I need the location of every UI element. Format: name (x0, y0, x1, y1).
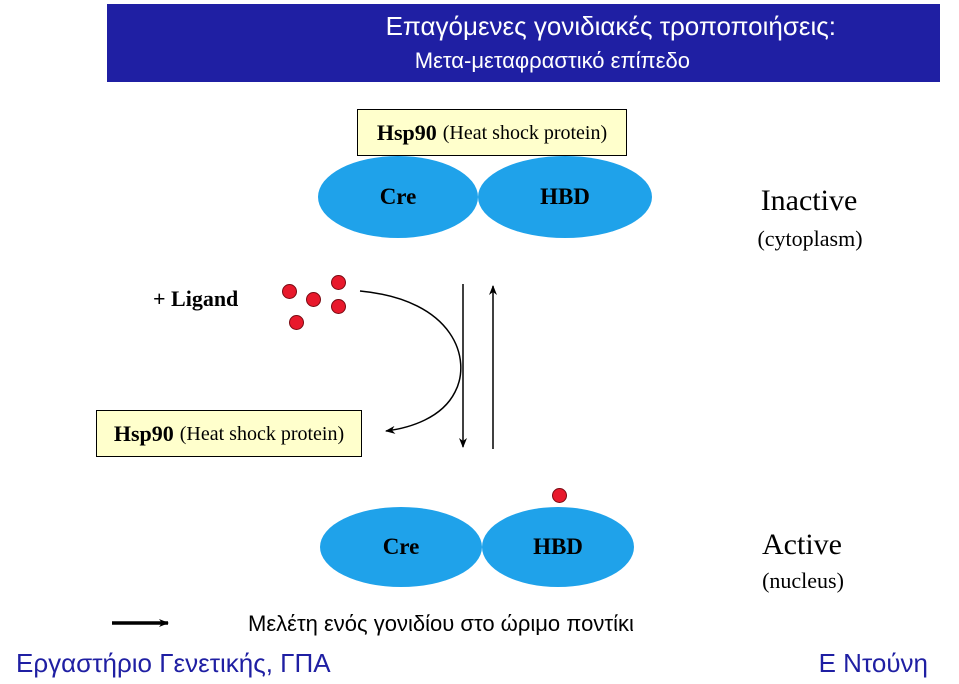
active-location: (nucleus) (762, 568, 844, 593)
cre-oval-bottom: Cre (320, 507, 482, 587)
inactive-label: Inactive (760, 184, 858, 217)
study-caption: Μελέτη ενός γονιδίου στο ώριμο ποντίκι (248, 611, 634, 636)
hbd-oval-top: HBD (478, 156, 652, 238)
hsp90-label: Hsp90 (113, 420, 174, 446)
ligand-dot (306, 292, 321, 307)
cre-label: Cre (379, 184, 417, 209)
page-subtitle: Μετα-μεταφραστικό επίπεδο (414, 48, 690, 73)
bound-ligand-dot (552, 488, 567, 503)
hbd-oval-bottom: HBD (482, 507, 634, 587)
ligand-dot (282, 284, 297, 299)
cre-label: Cre (382, 534, 420, 559)
hbd-label: HBD (533, 534, 583, 559)
release-curve-arrow (359, 290, 462, 434)
active-label: Active (762, 528, 842, 561)
footer-author: Ε Ντούνη (818, 648, 928, 678)
title-banner: Επαγόμενες γονιδιακές τροποποιήσεις: Μετ… (107, 4, 940, 82)
ligand-label: + Ligand (153, 286, 239, 311)
hsp90-label: Hsp90 (376, 119, 437, 145)
ligand-dot (331, 275, 346, 290)
hbd-label: HBD (540, 184, 590, 209)
cre-oval-top: Cre (318, 156, 478, 238)
page-title: Επαγόμενες γονιδιακές τροποποιήσεις: (385, 11, 836, 41)
hsp90-box-top: Hsp90 (Heat shock protein) (357, 109, 627, 156)
ligand-dot (289, 315, 304, 330)
inactive-location: (cytoplasm) (757, 226, 863, 251)
hsp90-box-released: Hsp90 (Heat shock protein) (96, 410, 362, 457)
hsp90-description: (Heat shock protein) (442, 121, 608, 144)
hsp90-description: (Heat shock protein) (179, 422, 345, 445)
ligand-dot (331, 299, 346, 314)
footer-lab-name: Εργαστήριο Γενετικής, ΓΠΑ (16, 648, 331, 678)
